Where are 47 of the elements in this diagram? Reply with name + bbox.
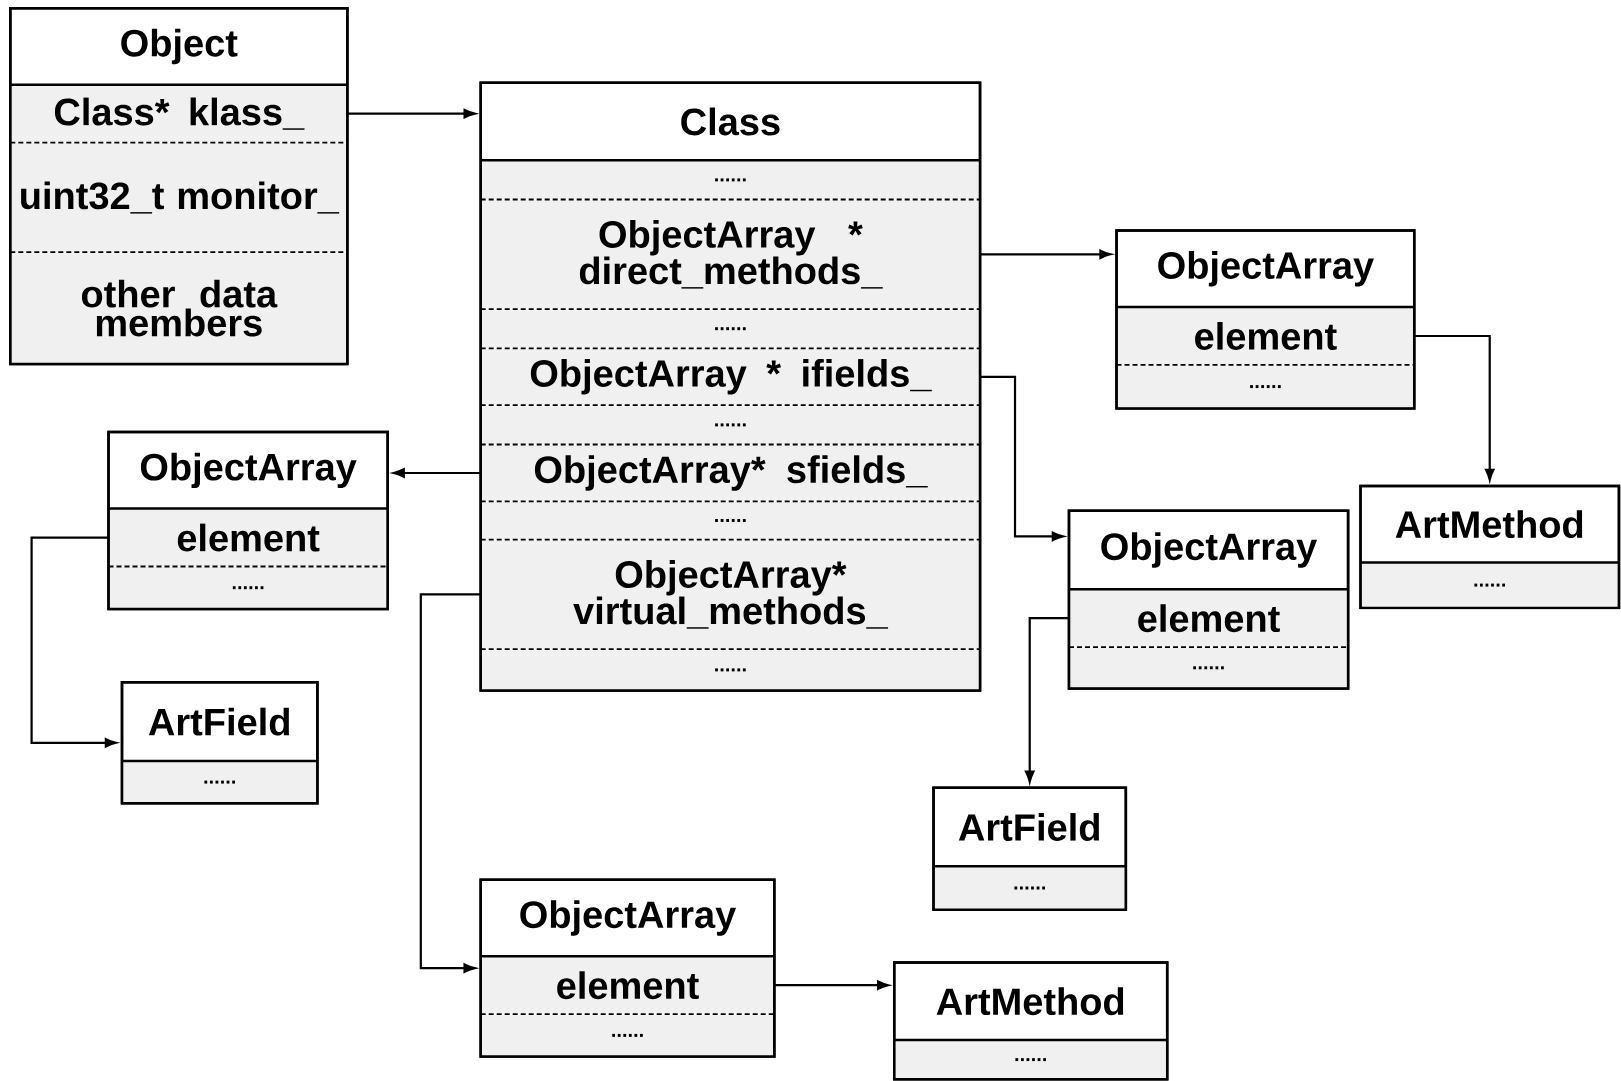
- node-label: element: [177, 523, 320, 552]
- field-row: element: [1070, 589, 1347, 647]
- field-row: ......: [1117, 365, 1413, 408]
- node-label: element: [1195, 322, 1337, 350]
- field-row: ......: [109, 567, 387, 609]
- field-row: ......: [123, 761, 317, 803]
- field-row: ......: [482, 649, 979, 690]
- node-label: ......: [715, 519, 746, 522]
- field-row: Class* klass_: [11, 85, 347, 142]
- node-label: ......: [715, 668, 746, 672]
- node-label: uint32_t monitor_: [21, 181, 340, 214]
- field-row: ......: [482, 309, 979, 348]
- arrow: [979, 249, 1112, 260]
- field-row: ......: [1070, 647, 1347, 688]
- node-label: other data members: [81, 279, 278, 337]
- field-row: ......: [482, 405, 979, 444]
- field-row: uint32_t monitor_: [11, 143, 347, 252]
- field-row: ObjectArray * ifields_: [482, 349, 979, 405]
- node-label: ObjectArray* virtual_methods_: [573, 560, 889, 629]
- node-label: ......: [715, 327, 746, 331]
- field-row: element: [481, 956, 774, 1014]
- field-row: ......: [482, 502, 979, 539]
- field-row: element: [109, 509, 387, 566]
- node-label: ObjectArray * ifields_: [530, 359, 932, 395]
- arrow: [392, 468, 482, 478]
- field-row: ......: [1361, 563, 1618, 608]
- node-label: element: [557, 971, 699, 1000]
- node-label: Class* klass_: [54, 97, 305, 130]
- field-row: ......: [481, 1014, 774, 1056]
- node-label: ......: [715, 178, 746, 182]
- field-row: ......: [895, 1040, 1166, 1079]
- node-label: ......: [612, 1033, 643, 1037]
- node-label: ......: [1250, 385, 1281, 389]
- field-row: other data members: [11, 252, 347, 364]
- node-label: ObjectArray * direct_methods_: [579, 219, 883, 289]
- field-row: ObjectArray* sfields_: [482, 445, 979, 501]
- node-label: ArtMethod: [1395, 510, 1583, 539]
- field-row: ......: [934, 866, 1125, 910]
- node-label: element: [1138, 604, 1280, 633]
- node-label: ......: [715, 423, 746, 427]
- field-row: ......: [482, 160, 979, 199]
- arrow: [419, 593, 482, 973]
- field-row: element: [1117, 307, 1413, 365]
- node-label: ......: [1193, 666, 1224, 670]
- node-label: ......: [232, 586, 264, 590]
- node-label: ObjectArray* sfields_: [534, 455, 928, 491]
- arrow: [773, 980, 890, 990]
